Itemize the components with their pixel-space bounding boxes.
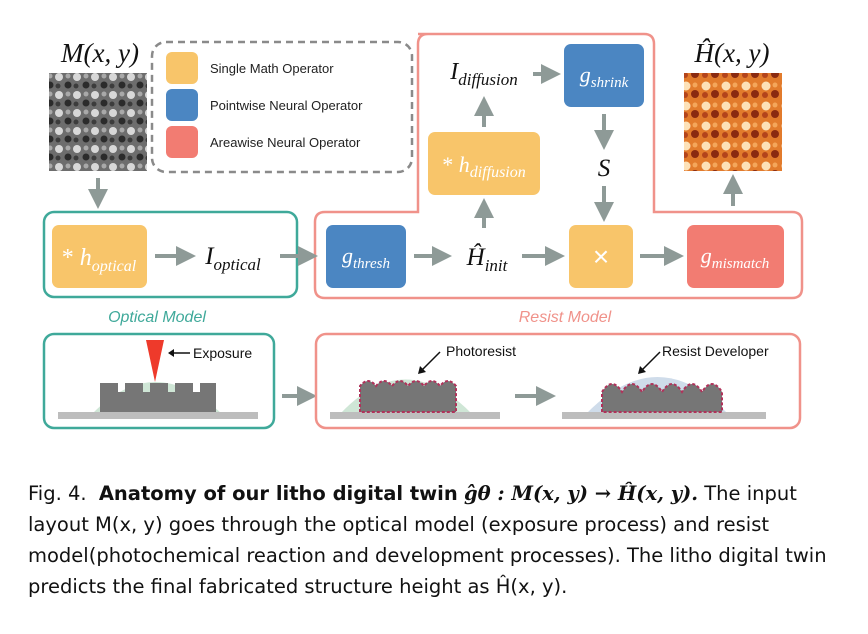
legend-label-areawise: Areawise Neural Operator	[210, 135, 361, 150]
resist-model-title: Resist Model	[519, 309, 612, 326]
resist-illustration-box	[314, 332, 802, 430]
input-label: M(x, y)	[60, 38, 139, 68]
h-optical-block	[52, 225, 147, 288]
substrate-3	[562, 412, 766, 419]
photoresist-pointer	[419, 351, 441, 373]
developer-pointer-head	[638, 366, 646, 374]
developed-resist	[601, 383, 723, 413]
output-label: Ĥ(x, y)	[694, 38, 770, 68]
i-diffusion-label: Idiffusion	[449, 59, 518, 89]
figure-diagram: M(x, y) Ĥ(x, y) Single Math Operator Poi…	[42, 32, 804, 430]
resist-model-outline	[313, 32, 804, 300]
photoresist-layer	[359, 380, 457, 413]
g-thresh-label: gthresh	[342, 243, 390, 272]
figure-caption: Fig. 4. Anatomy of our litho digital twi…	[28, 478, 848, 602]
g-mismatch-label: gmismatch	[701, 243, 770, 272]
h-diffusion-block	[428, 132, 540, 195]
exposure-pointer-head	[168, 349, 174, 357]
h-optical-label: * hoptical	[62, 245, 137, 275]
mask-pattern	[100, 383, 216, 412]
legend-swatch-areawise	[166, 126, 198, 158]
legend-label-pointwise: Pointwise Neural Operator	[210, 98, 363, 113]
legend-swatch-math	[166, 52, 198, 84]
input-layout-image	[49, 73, 147, 171]
multiply-symbol: ×	[593, 241, 609, 272]
i-optical-label: Ioptical	[204, 243, 261, 274]
exposure-label: Exposure	[193, 345, 252, 361]
caption-fig-label: Fig. 4.	[28, 482, 87, 505]
photoresist-pointer-head	[418, 366, 426, 374]
output-height-image	[684, 73, 782, 171]
g-thresh-block	[326, 225, 406, 288]
legend-swatch-pointwise	[166, 89, 198, 121]
substrate-1	[58, 412, 258, 419]
g-mismatch-block	[687, 225, 784, 288]
developer-pointer	[639, 351, 661, 373]
caption-body: The input layout M(x, y) goes through th…	[28, 482, 827, 598]
substrate-2	[330, 412, 500, 419]
flow-arrows	[88, 64, 743, 406]
developer-label: Resist Developer	[662, 343, 769, 359]
photoresist-label: Photoresist	[446, 343, 516, 359]
optical-model-title: Optical Model	[108, 309, 206, 326]
exposure-beam	[146, 340, 164, 382]
caption-bold-title: Anatomy of our litho digital twin	[98, 482, 458, 505]
legend: Single Math Operator Pointwise Neural Op…	[150, 40, 414, 174]
caption-bold-math: ĝθ : M(x, y) → Ĥ(x, y).	[463, 482, 699, 505]
multiply-block	[569, 225, 633, 288]
s-label: S	[598, 155, 611, 182]
h-diffusion-label: * hdiffusion	[442, 152, 526, 181]
legend-label-math: Single Math Operator	[210, 61, 334, 76]
legend-border	[150, 40, 414, 174]
g-shrink-label: gshrink	[580, 62, 629, 91]
exposure-illustration-box	[42, 332, 276, 430]
g-shrink-block	[564, 44, 644, 107]
h-init-label: Ĥinit	[466, 243, 509, 275]
